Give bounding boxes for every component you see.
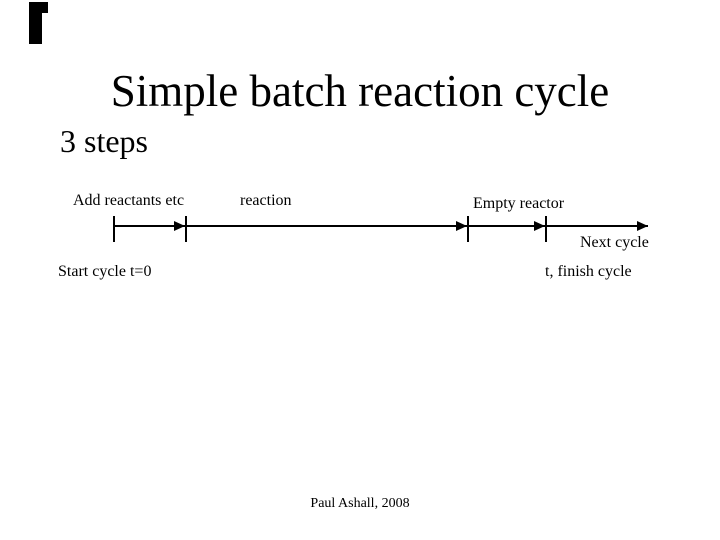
slide-title: Simple batch reaction cycle: [110, 66, 610, 116]
timeline-axis: [114, 225, 648, 227]
tick-mark-after-add: [185, 216, 187, 242]
arrowhead-icon: [534, 221, 545, 231]
tick-mark-after-reaction: [467, 216, 469, 242]
slide-subtitle: 3 steps: [60, 123, 148, 159]
tick-mark-start: [113, 216, 115, 242]
corner-fold-icon: [29, 2, 48, 13]
arrowhead-icon: [174, 221, 185, 231]
phase-label-empty-reactor: Empty reactor: [473, 195, 565, 212]
next-cycle-label: Next cycle: [580, 234, 649, 251]
tick-mark-after-empty: [545, 216, 547, 242]
arrowhead-icon: [456, 221, 467, 231]
credit-text: Paul Ashall, 2008: [310, 496, 410, 511]
start-cycle-label: Start cycle t=0: [58, 263, 152, 280]
phase-label-reaction: reaction: [240, 192, 292, 209]
arrowhead-icon: [637, 221, 648, 231]
phase-label-add-reactants: Add reactants etc: [73, 192, 185, 209]
finish-cycle-label: t, finish cycle: [545, 263, 632, 280]
